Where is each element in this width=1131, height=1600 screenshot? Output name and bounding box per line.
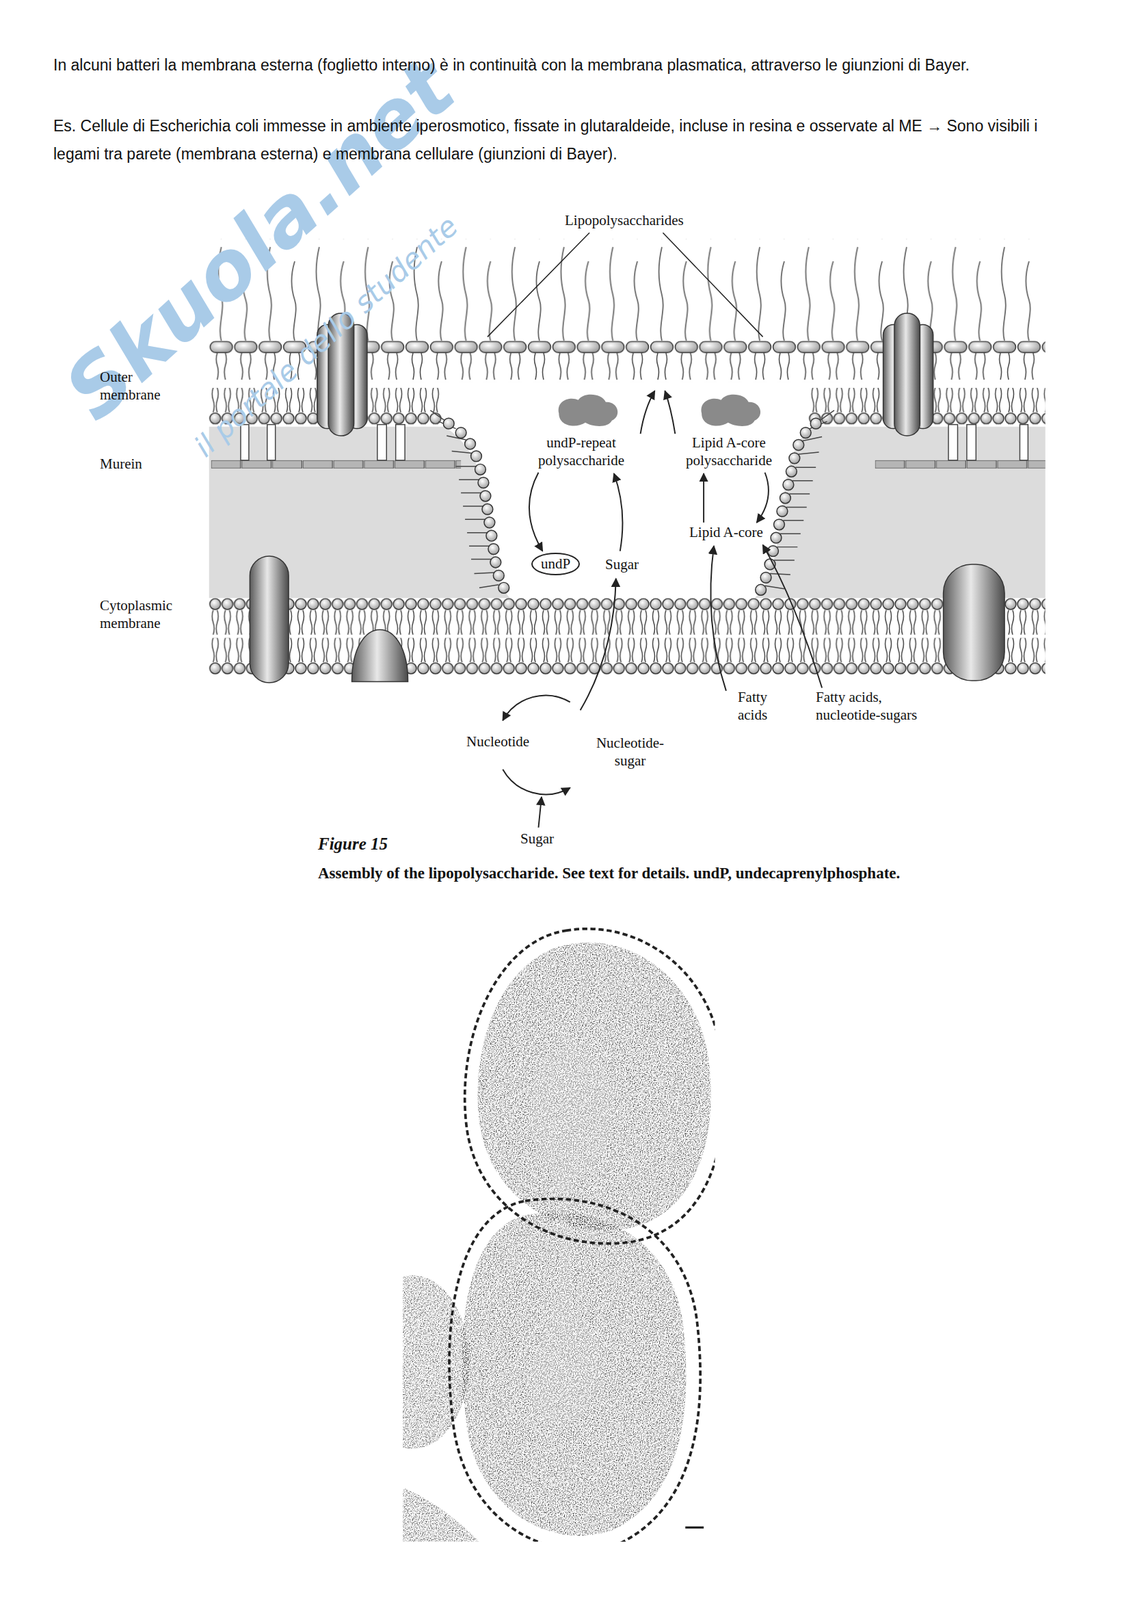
cell-envelope — [449, 1198, 701, 1542]
neighbour-cell — [402, 1275, 470, 1449]
membrane-protein — [352, 629, 409, 682]
figure-label: Outer membrane — [99, 367, 169, 405]
figure-label: Cytoplasmic membrane — [99, 596, 189, 633]
membrane-protein — [249, 555, 289, 683]
membrane-protein — [943, 564, 1005, 681]
micrograph — [402, 923, 715, 1542]
nucleoid — [528, 1045, 615, 1425]
pathway-label: Lipid A-core — [689, 523, 764, 541]
pathway-label: Nucleotide-sugar — [590, 733, 670, 770]
pathway-label: Sugar — [605, 555, 639, 574]
murein-layer — [875, 460, 1046, 469]
body-paragraph: Es. Cellule di Escherichia coli immesse … — [53, 112, 1086, 169]
pathway-label: Nucleotide — [466, 732, 530, 751]
lps-precursor — [558, 394, 619, 427]
node-text: undP — [540, 555, 571, 572]
cm-outer-leaflet — [209, 597, 1046, 635]
bayer-junction-heads — [443, 417, 822, 595]
body-paragraph: In alcuni batteri la membrana esterna (f… — [53, 51, 1086, 80]
periplasm — [754, 426, 1046, 599]
figure-label: Murein — [99, 454, 143, 473]
pathway-label: Sugar — [520, 829, 554, 848]
ellipse-node: undP — [531, 552, 580, 576]
scale-bar — [685, 1525, 704, 1528]
porin — [883, 313, 934, 436]
pathway-label: Fatty acids — [730, 687, 775, 725]
pathway-arrows — [502, 390, 822, 827]
pathway-label: Fatty acids, nucleotide-sugars — [815, 687, 936, 725]
cm-inner-leaflet — [209, 637, 1046, 675]
cell-envelope — [464, 928, 716, 1244]
pathway-label: Lipid A-core polysaccharide — [677, 433, 781, 470]
figure-number: Figure 15 — [317, 832, 388, 855]
leader-lines — [487, 232, 764, 337]
figure-label: Lipopolysaccharides — [564, 211, 684, 230]
figure-caption: Assembly of the lipopolysaccharide. See … — [317, 861, 1060, 885]
murein-layer — [211, 460, 461, 469]
bayer-junction — [430, 410, 835, 589]
lps-precursor — [701, 394, 762, 427]
pathway-label: undP-repeat polysaccharide — [529, 433, 633, 470]
